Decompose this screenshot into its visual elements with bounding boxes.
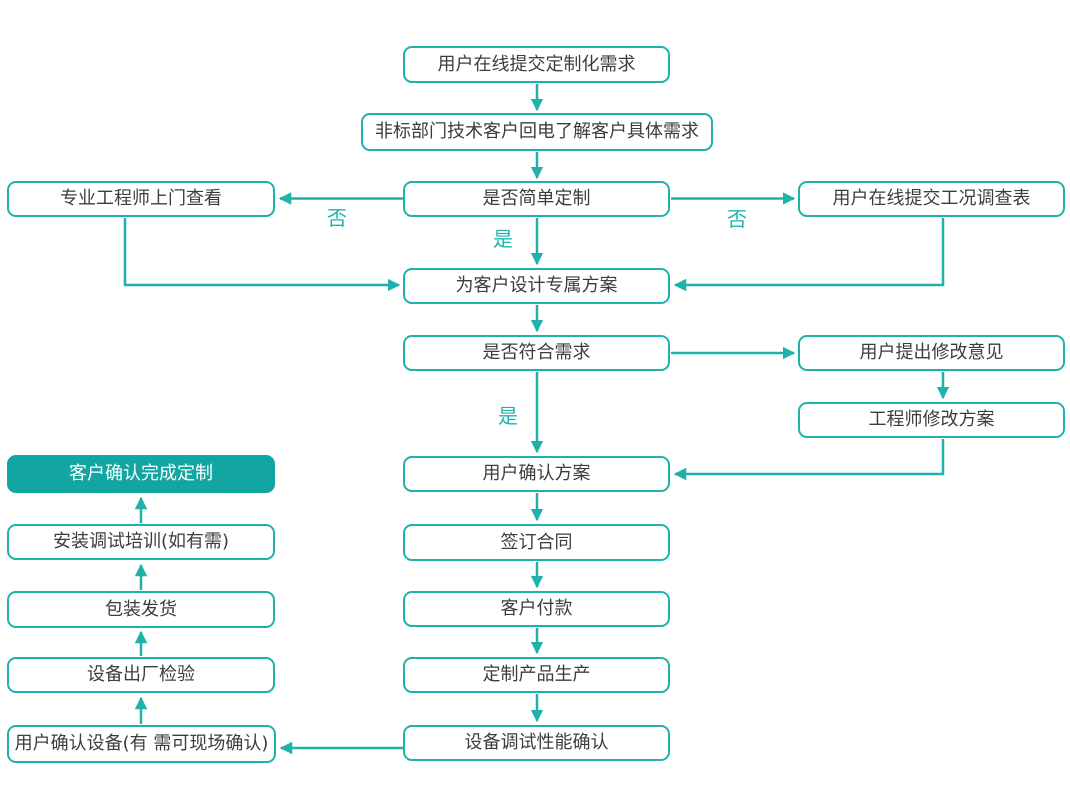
node-payment: 客户付款 — [403, 591, 670, 627]
node-debug-confirm: 设备调试性能确认 — [403, 725, 670, 761]
edge-label-yes-simple: 是 — [493, 227, 513, 251]
node-callback: 非标部门技术客户回电了解客户具体需求 — [361, 113, 713, 151]
node-submit-request: 用户在线提交定制化需求 — [403, 46, 670, 83]
node-survey-form: 用户在线提交工况调查表 — [798, 181, 1065, 217]
node-meets-need-decision: 是否符合需求 — [403, 335, 670, 371]
node-is-simple-decision: 是否简单定制 — [403, 181, 670, 217]
node-sign-contract: 签订合同 — [403, 524, 670, 561]
connector-visit-to-design — [123, 218, 401, 292]
node-complete-highlight: 客户确认完成定制 — [7, 455, 275, 493]
node-design-plan: 为客户设计专属方案 — [403, 268, 670, 304]
node-user-confirm-device: 用户确认设备(有 需可现场确认) — [7, 725, 276, 763]
edge-label-no-left: 否 — [327, 206, 347, 230]
node-install-training: 安装调试培训(如有需) — [7, 524, 275, 560]
connector-survey-to-design — [673, 218, 945, 292]
node-shipping: 包装发货 — [7, 591, 275, 628]
node-engineer-visit: 专业工程师上门查看 — [7, 181, 275, 217]
connector-revise-to-confirmplan — [673, 439, 945, 481]
node-user-feedback: 用户提出修改意见 — [798, 335, 1065, 371]
edge-label-no-right: 否 — [727, 207, 747, 231]
node-confirm-plan: 用户确认方案 — [403, 456, 670, 492]
edge-label-yes-meets: 是 — [498, 404, 518, 428]
node-production: 定制产品生产 — [403, 657, 670, 693]
node-engineer-revise: 工程师修改方案 — [798, 402, 1065, 438]
node-factory-inspection: 设备出厂检验 — [7, 657, 275, 693]
